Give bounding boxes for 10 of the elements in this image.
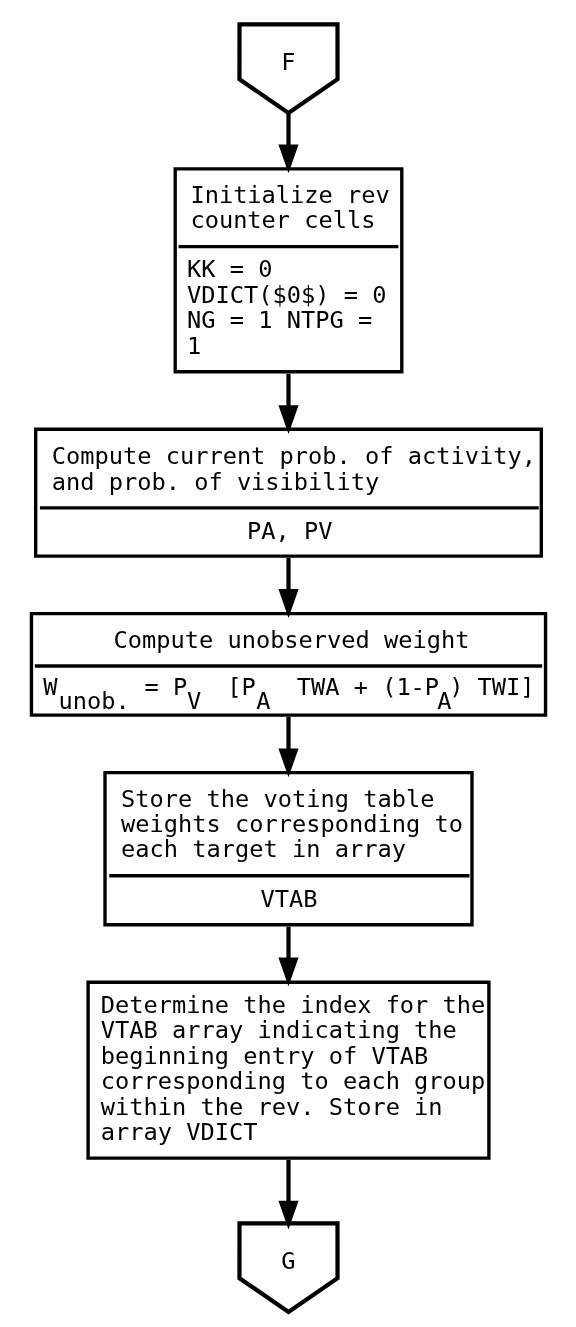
arrow xyxy=(277,113,299,174)
node-box: Compute current prob. of activity, and prob. of visibility PA, PV xyxy=(33,427,543,558)
arrow xyxy=(277,716,299,778)
arrow xyxy=(277,558,299,618)
node-box: Determine the index for the VTAB array indicating the beginning entry of VTAB corresponding to each group within the rev. Store in array VDICT xyxy=(85,980,491,1160)
arrow xyxy=(277,373,299,434)
node-box: Store the voting table weights corresponding to each target in array VTAB xyxy=(102,770,474,927)
arrow xyxy=(277,1159,299,1230)
arrow xyxy=(277,926,299,987)
node-box: Initialize rev counter cells KK = 0 VDICT($0$) = 0 NG = 1 NTPG = 1 xyxy=(173,167,403,374)
